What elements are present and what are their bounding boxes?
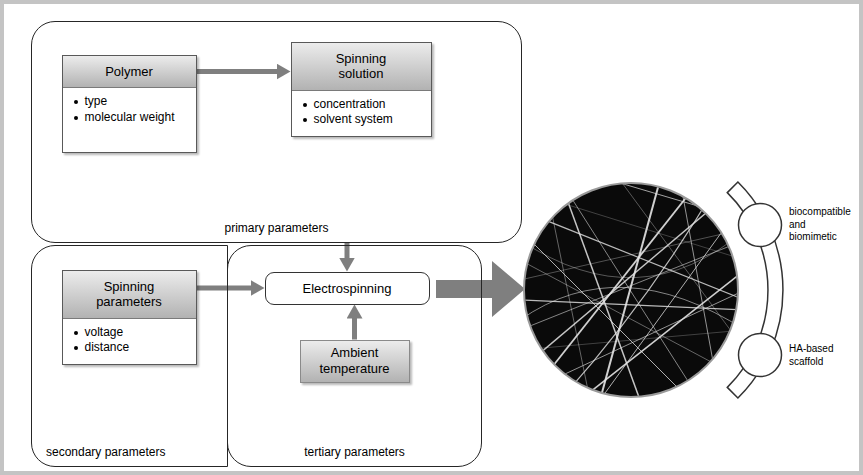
fiber <box>520 230 740 280</box>
process-label: Electrospinning <box>303 281 392 296</box>
bullet-item: distance <box>73 340 190 356</box>
parameter-box: Ambient temperature <box>300 340 410 383</box>
box-title: Spinning parameters <box>81 279 177 310</box>
fiber <box>520 230 745 278</box>
fiber-mesh <box>520 180 745 400</box>
box-title: Spinning solution <box>315 51 407 82</box>
parameter-box: Spinning solution concentrationsolvent sy… <box>291 42 432 137</box>
bullet-item: voltage <box>73 325 190 341</box>
circle-outline <box>737 332 783 378</box>
box-header: Spinning solution <box>292 43 431 91</box>
parameter-group: primary parameters Polymer typemolecular w… <box>31 21 522 243</box>
big-arrow <box>436 261 525 317</box>
fiber <box>520 300 745 310</box>
fiber <box>520 290 745 395</box>
group-label: primary parameters <box>32 221 521 235</box>
parameter-box: Spinning parameters voltagedistance <box>62 270 197 365</box>
property-label: HA-based scaffold <box>789 343 855 368</box>
fiber <box>610 180 745 220</box>
group-label: tertiary parameters <box>228 445 481 459</box>
fiber <box>520 287 745 330</box>
group-label: secondary parameters <box>46 445 165 459</box>
bullet-circle <box>739 334 782 377</box>
fiber <box>545 180 590 400</box>
bullet-item: solvent system <box>302 112 425 128</box>
bullet-item: type <box>73 94 190 110</box>
fiber <box>520 190 745 260</box>
bracket-arc <box>727 182 783 398</box>
box-header: Polymer <box>63 56 196 89</box>
parameter-group: secondary parameters Spinning parameters v… <box>31 245 228 467</box>
property-label: biocompatible and biomimetic <box>789 206 855 244</box>
fiber <box>580 270 745 400</box>
process-box: Electrospinning <box>265 272 430 305</box>
fiber <box>560 180 640 400</box>
fiber <box>560 180 720 400</box>
circle-outline <box>737 202 783 248</box>
bullet-item: molecular weight <box>73 110 190 126</box>
flow-arrow <box>197 69 279 74</box>
fiber <box>520 240 745 330</box>
fiber <box>520 180 745 370</box>
bullet-item: concentration <box>302 97 425 113</box>
bullet-circle <box>739 204 782 247</box>
parameter-box: Polymer typemolecular weight <box>62 55 197 153</box>
parameter-group: tertiary parameters ElectrospinningAmbien… <box>227 245 482 467</box>
box-title: Polymer <box>69 64 190 80</box>
box-title: Ambient temperature <box>307 345 403 376</box>
fiber <box>520 330 745 350</box>
flow-arrow <box>352 317 357 340</box>
property-circle: biocompatible and biomimetic <box>737 202 783 248</box>
flow-arrow <box>197 286 253 291</box>
fiber <box>620 180 745 350</box>
box-header: Spinning parameters <box>63 271 196 319</box>
property-circle: HA-based scaffold <box>737 332 783 378</box>
